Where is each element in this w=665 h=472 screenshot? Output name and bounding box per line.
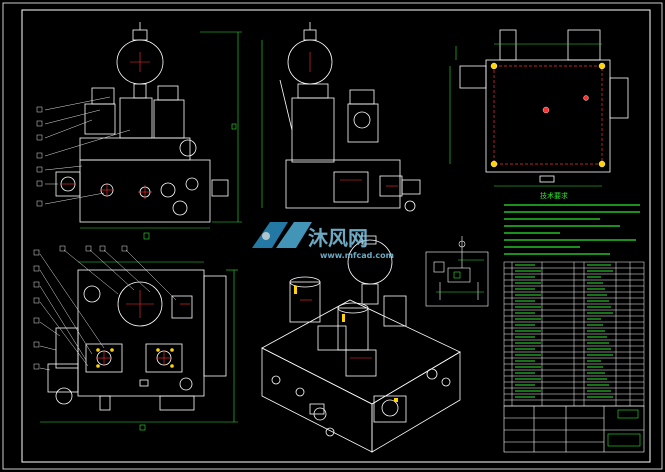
top-view-redframe: [493, 65, 603, 165]
front-view-dimensions: [80, 31, 242, 240]
watermark-brand: 沐风网: [308, 226, 368, 250]
front-view-centerlines: [61, 52, 152, 199]
title-block: [503, 405, 645, 453]
watermark-url: www.mfcad.com: [320, 251, 394, 260]
top-view: [459, 29, 629, 183]
isometric-view-centerlines: [300, 299, 372, 359]
plan-view-centerlines: [96, 290, 190, 366]
technical-requirements: 技术要求: [504, 191, 640, 255]
isometric-view-accents: [294, 286, 398, 402]
plan-view-accents: [96, 348, 174, 368]
plan-view-dimensions: [40, 261, 238, 431]
hydraulic-schematic-lines: [436, 259, 484, 293]
parts-list-entries: [515, 264, 613, 398]
side-view: [279, 22, 421, 212]
plan-view-leaders: [33, 245, 177, 371]
plan-view: [47, 269, 227, 411]
front-view-leaders: [36, 96, 131, 207]
top-view-bolts: [490, 62, 606, 168]
tech-req-title: 技术要求: [540, 191, 568, 200]
hydraulic-schematic: [425, 236, 489, 307]
watermark-logo-icon: [252, 222, 312, 248]
top-view-dimensions: [449, 43, 602, 187]
parts-list-table: [503, 261, 645, 407]
side-view-centerlines: [309, 52, 398, 187]
watermark: 沐风网 www.mfcad.com: [252, 222, 394, 260]
drawing-border-inner: [21, 9, 651, 463]
isometric-view: [261, 235, 461, 453]
